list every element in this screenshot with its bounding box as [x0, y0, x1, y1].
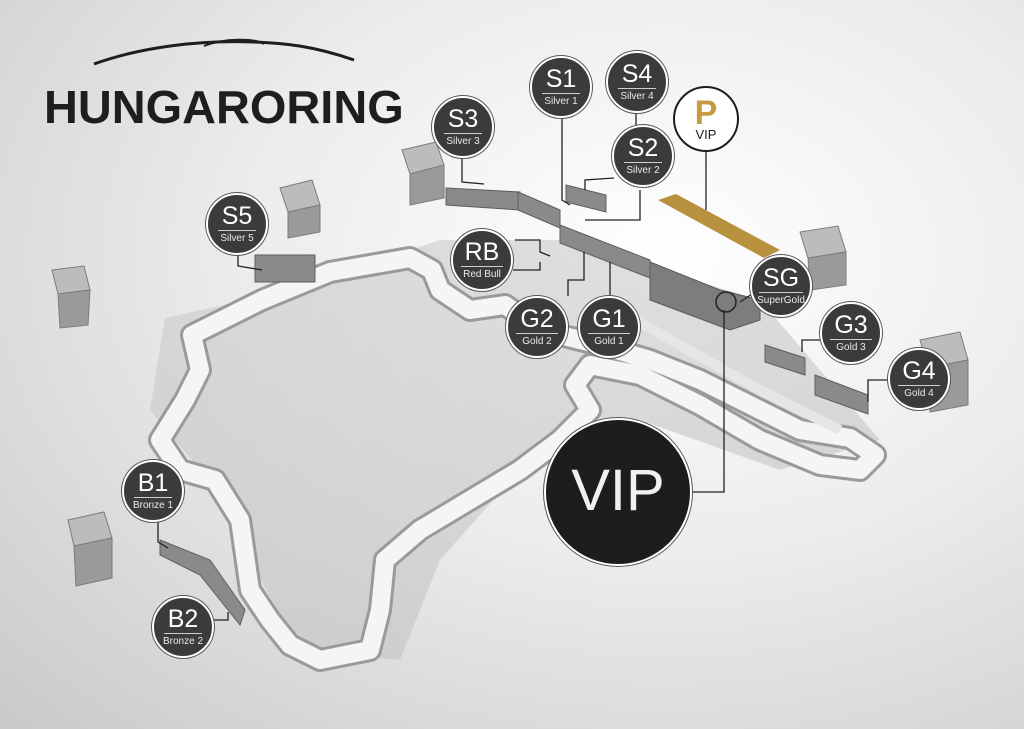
badge-code: RB — [460, 239, 504, 267]
badge-code: S1 — [541, 66, 581, 94]
badge-g2[interactable]: G2 Gold 2 — [506, 296, 568, 358]
parking-icon: P — [694, 94, 718, 132]
badge-label: Gold 4 — [904, 387, 934, 399]
badge-label: Silver 1 — [544, 95, 578, 107]
pit-lane — [597, 295, 843, 435]
badge-s1[interactable]: S1 Silver 1 — [530, 56, 592, 118]
main-building — [649, 261, 761, 331]
badge-code: G4 — [898, 358, 940, 386]
badge-code: G1 — [588, 306, 630, 334]
badge-label: Silver 4 — [620, 90, 654, 102]
badge-label: Gold 1 — [594, 335, 624, 347]
badge-g4[interactable]: G4 Gold 4 — [888, 348, 950, 410]
badge-code: G3 — [830, 312, 872, 340]
badge-label: Bronze 1 — [132, 499, 174, 511]
badge-code: S4 — [617, 61, 657, 89]
badge-label: Bronze 2 — [162, 635, 204, 647]
badge-label: Silver 2 — [626, 164, 660, 176]
badge-code: SG — [758, 265, 804, 293]
infield-area — [150, 240, 880, 660]
badge-b1[interactable]: B1 Bronze 1 — [122, 460, 184, 522]
logo-car-silhouette — [93, 38, 355, 66]
badge-label: SuperGold — [757, 294, 805, 306]
badge-s5[interactable]: S5 Silver 5 — [206, 193, 268, 255]
badge-code: B2 — [163, 606, 203, 634]
logo-text: HUNGARORING — [44, 81, 404, 133]
badge-code: B1 — [133, 470, 173, 498]
canopy-shelters — [51, 141, 969, 587]
badge-rb[interactable]: RB Red Bull — [451, 229, 513, 291]
badge-label: Gold 2 — [522, 335, 552, 347]
badge-sg[interactable]: SG SuperGold — [750, 255, 812, 317]
badge-label: Silver 3 — [446, 135, 480, 147]
badge-label: Gold 3 — [836, 341, 866, 353]
badge-s3[interactable]: S3 Silver 3 — [432, 96, 494, 158]
badge-s4[interactable]: S4 Silver 4 — [606, 51, 668, 113]
badge-code: VIP — [571, 458, 665, 523]
badge-label: VIP — [695, 127, 717, 142]
badge-g3[interactable]: G3 Gold 3 — [820, 302, 882, 364]
badge-s2[interactable]: S2 Silver 2 — [612, 125, 674, 187]
badge-code: S3 — [443, 106, 483, 134]
vip-parking-area — [658, 194, 780, 258]
hungaroring-logo: HUNGARORING — [44, 38, 404, 134]
badge-vip-parking[interactable]: P VIP — [673, 86, 739, 152]
badge-vip[interactable]: VIP — [544, 418, 692, 566]
badge-code: S2 — [623, 135, 663, 163]
badge-b2[interactable]: B2 Bronze 2 — [152, 596, 214, 658]
badge-label: Red Bull — [463, 268, 501, 280]
grandstands — [159, 184, 869, 627]
race-track — [151, 249, 884, 669]
badge-label: Silver 5 — [220, 232, 254, 244]
badge-code: S5 — [217, 203, 257, 231]
vip-location-marker — [715, 291, 737, 313]
badge-g1[interactable]: G1 Gold 1 — [578, 296, 640, 358]
badge-code: G2 — [516, 306, 558, 334]
